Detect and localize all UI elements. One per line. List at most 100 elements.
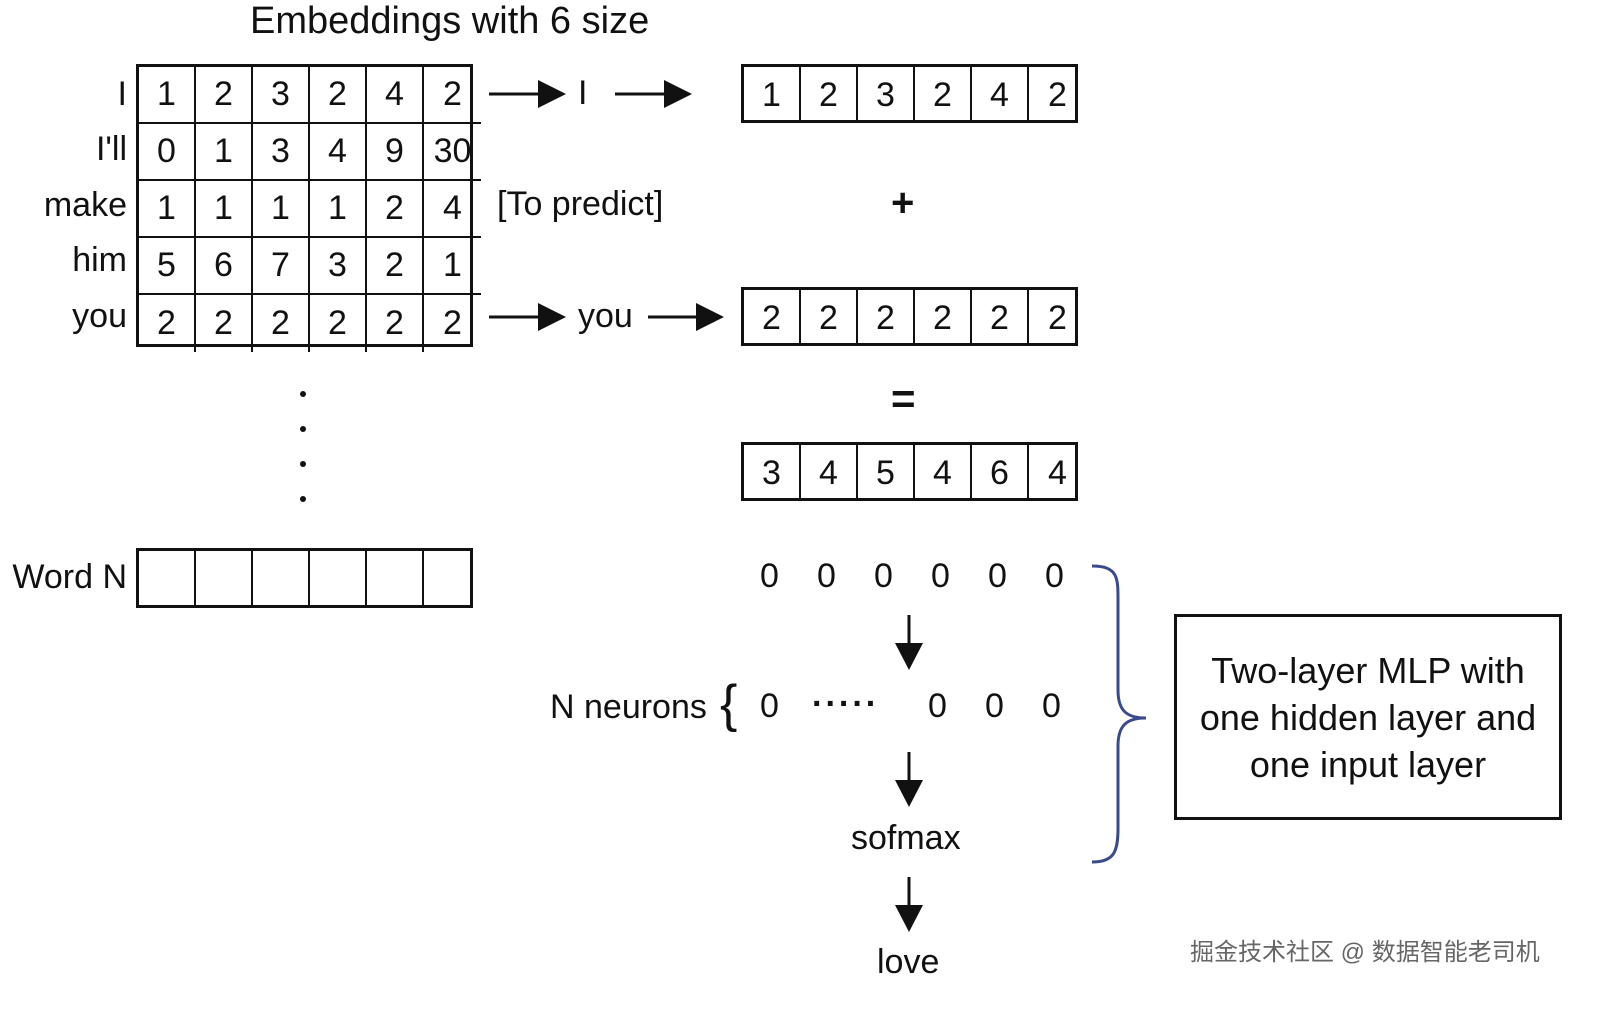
vec1-cell: 2 — [801, 67, 858, 123]
word-n-row — [136, 548, 473, 608]
embedding-cell: 2 — [196, 67, 253, 124]
input-neuron: 0 — [760, 557, 779, 595]
hidden-neuron-first: 0 — [760, 687, 779, 725]
embedding-cell: 2 — [443, 304, 462, 342]
arrow-word1-to-vec — [615, 80, 692, 108]
sum-cell: 5 — [858, 445, 915, 501]
word-n-cell — [367, 551, 424, 605]
flow-word-2: you — [578, 297, 633, 335]
arrow-down-hidden-to-softmax — [895, 752, 923, 807]
embedding-cell: 0 — [139, 124, 196, 181]
word-n-cell — [139, 551, 196, 605]
row-label-word-n: Word N — [12, 558, 127, 596]
word-n-cell — [310, 551, 367, 605]
embedding-cell: 5 — [139, 238, 196, 295]
row-label-i: I — [117, 75, 127, 113]
vec2-cell: 2 — [801, 290, 858, 346]
curly-brace-mlp — [1091, 564, 1147, 864]
ellipsis-dot — [300, 496, 306, 502]
embedding-cell: 6 — [196, 238, 253, 295]
plus-sign: + — [891, 181, 915, 225]
vec1-cell: 1 — [744, 67, 801, 123]
embedding-cell: 3 — [310, 238, 367, 295]
hidden-brace: { — [720, 675, 738, 733]
embedding-cell: 1 — [253, 181, 310, 238]
hidden-neuron: 0 — [985, 687, 1004, 725]
sum-cell: 4 — [801, 445, 858, 501]
mlp-box-line-2: one hidden layer and — [1199, 696, 1537, 738]
hidden-neuron: 0 — [928, 687, 947, 725]
equals-sign: = — [891, 375, 916, 422]
vec2-cell: 2 — [744, 290, 801, 346]
vec1-cell: 4 — [972, 67, 1029, 123]
input-neuron: 0 — [817, 557, 836, 595]
n-neurons-label: N neurons — [550, 688, 707, 726]
hidden-ellipsis: ..... — [812, 676, 880, 714]
row-label-ill: I'll — [95, 130, 127, 168]
mlp-box-line-3: one input layer — [1249, 743, 1487, 785]
vec2-cell: 2 — [915, 290, 972, 346]
vec2-cell: 2 — [1048, 298, 1067, 337]
embedding-cell: 4 — [424, 181, 481, 238]
sum-cell: 4 — [915, 445, 972, 501]
sum-cell: 3 — [744, 445, 801, 501]
ellipsis-dot — [300, 426, 306, 432]
vec1-cell: 2 — [1048, 75, 1067, 114]
arrow-down-input-to-hidden — [895, 615, 923, 670]
hidden-neuron: 0 — [1042, 687, 1061, 725]
arrow-to-word2 — [489, 303, 566, 331]
embedding-cell: 3 — [253, 67, 310, 124]
embedding-cell: 1 — [139, 181, 196, 238]
to-predict-label: [To predict] — [497, 185, 664, 223]
sum-cell: 4 — [1048, 453, 1067, 492]
embedding-cell: 2 — [253, 295, 310, 352]
mlp-description-box: Two-layer MLP with one hidden layer and … — [1174, 614, 1562, 820]
watermark: 掘金技术社区 @ 数据智能老司机 — [1190, 939, 1540, 966]
embedding-cell: 30 — [424, 124, 481, 181]
diagram-title: Embeddings with 6 size — [250, 0, 650, 42]
embedding-cell: 1 — [424, 238, 481, 295]
embedding-cell: 1 — [196, 181, 253, 238]
softmax-label: sofmax — [851, 819, 961, 857]
arrow-down-softmax-to-output — [895, 877, 923, 932]
embedding-cell: 2 — [424, 67, 481, 124]
embedding-cell: 1 — [310, 181, 367, 238]
vec2-cell: 2 — [858, 290, 915, 346]
ellipsis-dot — [300, 461, 306, 467]
vec1-cell: 2 — [915, 67, 972, 123]
word-n-cell — [253, 551, 310, 605]
flow-word-1: I — [578, 74, 588, 112]
arrow-to-word1 — [489, 80, 566, 108]
embedding-cell: 1 — [139, 67, 196, 124]
embedding-cell: 2 — [367, 295, 424, 352]
embedding-cell: 4 — [310, 124, 367, 181]
embedding-cell: 2 — [310, 295, 367, 352]
vec2-cell: 2 — [972, 290, 1029, 346]
input-neuron: 0 — [988, 557, 1007, 595]
row-label-you: you — [72, 297, 127, 335]
input-neuron: 0 — [874, 557, 893, 595]
word-n-cell — [196, 551, 253, 605]
ellipsis-dot — [300, 391, 306, 397]
input-neuron: 0 — [931, 557, 950, 595]
input-neuron: 0 — [1045, 557, 1064, 595]
mlp-box-line-1: Two-layer MLP with — [1211, 649, 1525, 691]
output-word: love — [877, 943, 940, 981]
embedding-cell: 7 — [253, 238, 310, 295]
embedding-cell: 2 — [310, 67, 367, 124]
row-label-him: him — [72, 241, 127, 279]
embedding-cell: 4 — [367, 67, 424, 124]
row-label-make: make — [43, 186, 127, 224]
embedding-cell: 2 — [367, 181, 424, 238]
vec1-cell: 3 — [858, 67, 915, 123]
sum-cell: 6 — [972, 445, 1029, 501]
embedding-cell: 2 — [139, 295, 196, 352]
arrow-word2-to-vec — [648, 303, 724, 331]
